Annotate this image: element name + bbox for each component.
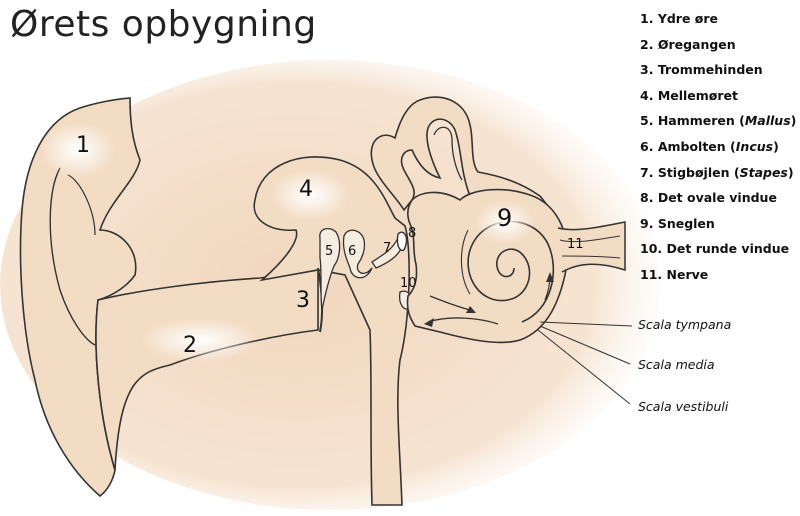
legend-item: 2. Øregangen [640,36,736,52]
pinna-inner-fold [49,167,96,346]
latin-name: Incus [735,138,774,154]
page-title: Ørets opbygning [10,4,317,45]
diagram-number-10: 10 [400,276,417,291]
legend-item: 11. Nerve [640,266,709,282]
legend-item: 10. Det runde vindue [640,241,790,257]
outer-ear-shape [19,97,141,498]
diagram-number-5: 5 [325,244,333,259]
diagram-number-8: 8 [408,226,416,241]
diagram-number-4: 4 [299,177,313,202]
pointer-scala-tympana [539,321,633,327]
diagram-number-6: 6 [348,244,356,259]
arrow-spiral-head [546,272,554,282]
diagram-number-3: 3 [296,288,310,313]
arrow-scala [427,317,499,325]
legend-item: 6. Ambolten (Incus) [640,138,779,154]
arrow-head-right [466,306,476,313]
diagram-number-2: 2 [183,333,197,358]
legend-item: 3. Trommehinden [640,62,763,78]
arrow-upper [429,295,471,311]
diagram-number-9: 9 [497,204,512,232]
legend-item: 8. Det ovale vindue [640,190,777,206]
middle-ear-shape [253,156,410,506]
label-scala-vestibuli: Scala vestibuli [638,399,729,414]
label-scala-media: Scala media [638,357,715,372]
diagram-number-7: 7 [383,241,391,256]
diagram-number-1: 1 [76,133,90,158]
incus-shape [342,229,373,279]
legend-list: 1. Ydre øre 2. Øregangen 3. Trommehinden… [640,9,796,291]
legend-item: 7. Stigbøjlen (Stapes) [640,164,794,180]
latin-name: Mallus [744,113,791,129]
arrow-head-left [424,318,434,327]
diagram-number-11: 11 [567,237,584,252]
latin-name: Stapes [739,164,788,180]
pointer-scala-media [539,325,631,365]
legend-item: 1. Ydre øre [640,11,719,26]
legend-item: 5. Hammeren (Mallus) [640,113,797,129]
nerve-shape [557,221,626,273]
malleus-shape [319,227,341,311]
legend-item: 9. Sneglen [640,215,715,231]
legend-item: 4. Mellemøret [640,87,739,103]
inner-canal-loop [433,126,463,181]
cochlea-spiral [467,220,555,323]
ear-canal-shape [95,269,319,471]
cochlea-inner-line [460,229,471,295]
oval-window-shape [396,231,408,252]
nerve-fibers [559,235,621,259]
label-scala-tympana: Scala tympana [638,317,732,332]
pointer-scala-vestibuli [537,329,631,405]
tissue-background [0,60,660,510]
